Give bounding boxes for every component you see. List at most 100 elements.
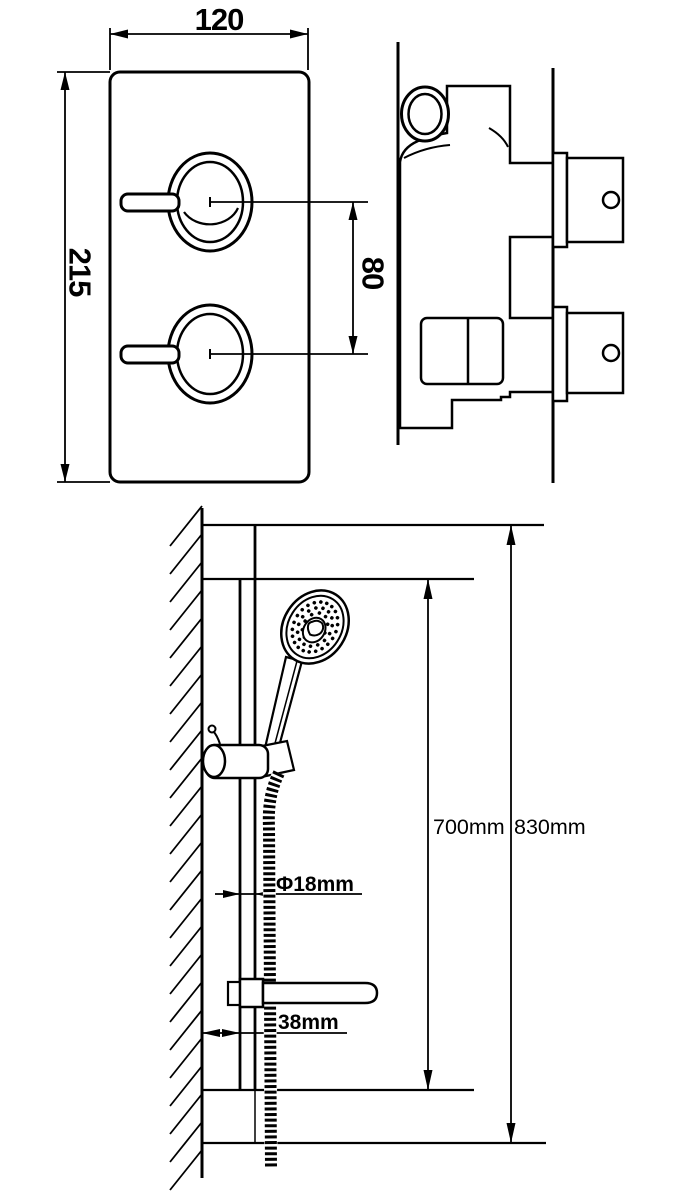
- spray-nozzle-dot: [325, 642, 330, 647]
- soap-dish-arm: [261, 981, 379, 1005]
- spray-nozzle-dot: [330, 623, 335, 628]
- spindle-flange: [551, 305, 569, 403]
- spray-nozzle-dot: [330, 636, 335, 641]
- knob-detail-arc: [183, 207, 240, 226]
- hatch-line: [169, 505, 203, 547]
- soap-dish-slider: [226, 977, 379, 1009]
- arrowhead-right: [223, 890, 240, 898]
- spray-nozzle-dot: [295, 613, 300, 618]
- spray-nozzle-dot: [324, 601, 329, 606]
- hatch-line: [169, 617, 203, 659]
- spindle-flange: [551, 151, 569, 249]
- arrowhead-up: [423, 579, 433, 599]
- hatch-line: [169, 1093, 203, 1135]
- slide-rail-view: Φ18mm 38mm 700mm 830mm: [169, 505, 586, 1191]
- hatch-line: [169, 1009, 203, 1051]
- lower-valve-spindle: [551, 305, 625, 403]
- spray-nozzle-dot: [327, 631, 332, 636]
- spray-nozzle-dot: [325, 622, 330, 627]
- inlet-block: [419, 316, 505, 386]
- spindle-screw-hole: [601, 190, 621, 210]
- hatch-line: [169, 729, 203, 771]
- hatch-line: [169, 589, 203, 631]
- wall-offset-label: 38mm: [278, 1011, 339, 1034]
- arrowhead-down: [60, 464, 70, 482]
- head-inner-rim: [285, 594, 345, 660]
- arrowhead-right: [222, 1029, 240, 1037]
- hatch-line: [169, 897, 203, 939]
- arrowhead-down: [423, 1070, 433, 1090]
- spray-nozzle-dot: [329, 604, 334, 609]
- hatch-line: [169, 757, 203, 799]
- slider-wall-block: [226, 980, 242, 1007]
- holder-end-cap: [201, 743, 227, 779]
- spray-nozzle-dot: [326, 610, 331, 614]
- valve-faceplate: [108, 70, 311, 484]
- spray-nozzle-dot: [296, 622, 301, 627]
- spray-nozzle-dot: [333, 609, 338, 614]
- hatch-line: [169, 869, 203, 911]
- spray-nozzle-dot: [295, 630, 300, 635]
- spray-nozzle-dot: [302, 642, 306, 647]
- wall-hatching: [169, 505, 203, 1191]
- spray-nozzle-dot: [308, 644, 313, 649]
- spray-nozzle-dot: [309, 612, 314, 617]
- spray-nozzle-dot: [292, 640, 297, 645]
- arrowhead-down: [348, 336, 358, 354]
- spray-dots: [290, 600, 340, 654]
- body-contour-curve: [403, 144, 451, 159]
- height-dimension-label: 215: [63, 248, 98, 297]
- hatch-line: [169, 925, 203, 967]
- head-center-cap: [306, 619, 325, 637]
- spray-nozzle-dot: [300, 614, 305, 619]
- hatch-line: [169, 841, 203, 883]
- spray-nozzle-dot: [334, 629, 338, 634]
- spindle-screw-hole: [601, 343, 621, 363]
- spray-nozzle-dot: [312, 600, 317, 605]
- bottom-control-knob: [119, 303, 368, 405]
- overall-height-label: 830mm: [514, 815, 586, 839]
- arrowhead-left: [202, 1029, 220, 1037]
- spray-nozzle-dot: [314, 606, 318, 610]
- hatch-line: [169, 673, 203, 715]
- hatch-line: [169, 813, 203, 855]
- arrowhead-left: [110, 29, 128, 39]
- spray-nozzle-dot: [319, 600, 323, 604]
- spray-nozzle-dot: [290, 627, 295, 632]
- hatch-line: [169, 953, 203, 995]
- knob-lever-handle: [119, 344, 181, 365]
- spray-nozzle-dot: [335, 615, 340, 620]
- spray-nozzle-dot: [300, 607, 305, 612]
- hatch-line: [169, 533, 203, 575]
- spray-nozzle-dot: [321, 606, 325, 611]
- arrowhead-up: [348, 202, 358, 220]
- knob-lever-handle: [119, 192, 181, 213]
- hatch-line: [169, 1121, 203, 1163]
- valve-front-view: 120 215 80: [57, 2, 391, 484]
- upper-valve-spindle: [551, 151, 625, 249]
- holder-lock-pin-head: [207, 724, 217, 734]
- spray-nozzle-dot: [307, 650, 311, 654]
- hatch-line: [169, 645, 203, 687]
- spray-nozzle-dot: [306, 609, 311, 613]
- spray-nozzle-dot: [301, 648, 306, 653]
- valve-side-view: [396, 42, 625, 483]
- spray-nozzle-dot: [335, 622, 340, 627]
- hatch-line: [169, 701, 203, 743]
- spray-nozzle-dot: [306, 603, 310, 608]
- handset-head: [280, 589, 350, 665]
- arrowhead-down: [506, 1123, 516, 1143]
- slider-clamp-block: [238, 977, 265, 1009]
- spray-nozzle-dot: [323, 614, 328, 619]
- rail-diameter-label: Φ18mm: [276, 873, 354, 896]
- spray-nozzle-dot: [320, 646, 324, 651]
- arrowhead-right: [290, 29, 308, 39]
- shower-hose: [262, 770, 285, 1168]
- spray-nozzle-dot: [322, 638, 327, 643]
- body-contour-curve: [488, 127, 509, 148]
- spray-nozzle-dot: [296, 645, 301, 650]
- spray-nozzle-dot: [330, 616, 334, 620]
- hatch-line: [169, 785, 203, 827]
- hatch-line: [169, 1065, 203, 1107]
